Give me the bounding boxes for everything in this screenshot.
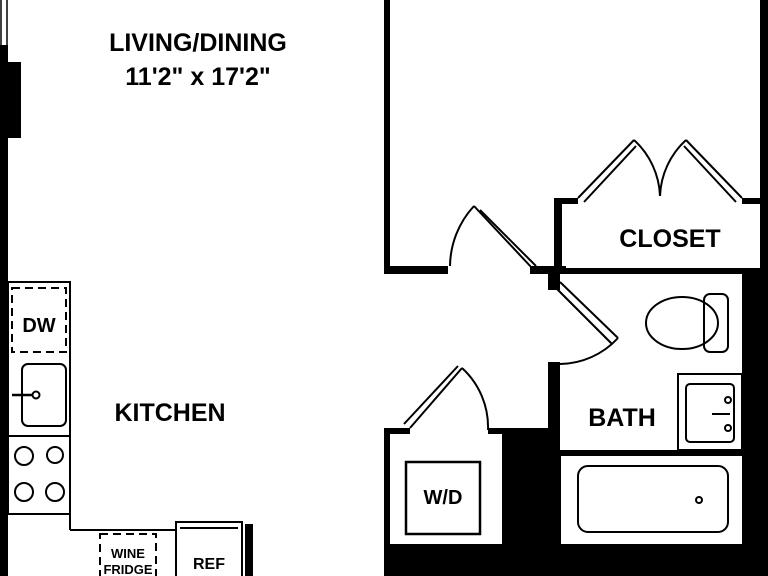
burner-4 [45, 482, 65, 502]
bedroom-door [449, 205, 537, 269]
bedroom-left-wall [384, 0, 390, 274]
wd-door [403, 365, 490, 431]
bath-fixtures [559, 293, 749, 546]
closet-label: CLOSET [619, 225, 720, 253]
wd-top-wall-right [488, 428, 508, 434]
closet-doors [577, 139, 743, 203]
bath-left-wall [548, 362, 560, 428]
doors [403, 139, 743, 431]
bottom-wall [384, 544, 768, 576]
living-dining-label: LIVING/DINING [109, 29, 287, 57]
bath-label: BATH [588, 404, 656, 432]
tub-partition [548, 450, 748, 455]
wd-top-wall-left [384, 428, 410, 434]
kitchen-label: KITCHEN [114, 399, 225, 427]
closet-bottom-wall [554, 268, 768, 274]
wd-left-wall [384, 428, 390, 576]
wine-fridge-label-line1: WINE [111, 546, 145, 561]
window [0, 0, 8, 45]
shaft-block [502, 428, 560, 548]
burner-2 [46, 446, 64, 464]
kitchen-counter [7, 281, 243, 576]
bath-door-jamb [548, 274, 560, 290]
living-dining-dimensions: 11'2" x 17'2" [125, 63, 270, 91]
bath-right-wall [742, 274, 768, 576]
closet-top-wall-right [742, 198, 768, 204]
wine-fridge [99, 533, 157, 576]
dishwasher [11, 287, 67, 353]
closet-top-wall-left [554, 198, 578, 204]
burner-1 [14, 446, 34, 466]
left-exterior-wall [0, 45, 8, 576]
refrigerator-label: REF [193, 556, 225, 573]
burner-3 [14, 482, 34, 502]
washer-dryer-label: W/D [424, 487, 463, 509]
bathtub [559, 454, 749, 546]
ref-side-wall [245, 524, 253, 576]
closet-left-wall [554, 198, 562, 274]
vanity [677, 373, 743, 451]
toilet [645, 293, 729, 353]
bedroom-bottom-wall-right [530, 266, 566, 274]
bedroom-bottom-wall-left [384, 266, 448, 274]
faucet-head [31, 390, 41, 400]
bath-door [555, 281, 619, 365]
dishwasher-label: DW [22, 315, 55, 337]
counter-run [7, 281, 71, 515]
wine-fridge-label-line2: FRIDGE [103, 562, 152, 576]
washer-dryer [404, 460, 482, 536]
refrigerator [175, 521, 243, 576]
window-pier [8, 62, 21, 138]
